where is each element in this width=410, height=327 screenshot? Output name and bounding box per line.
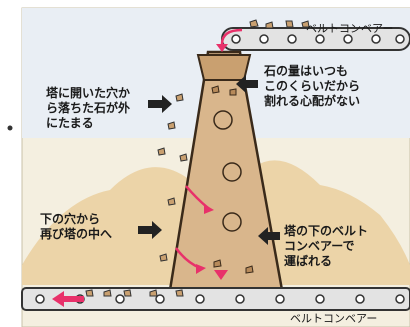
bullet-dot: [7, 125, 13, 131]
belt-arrow-icon: [52, 291, 84, 307]
carried-line-3: 運ばれる: [284, 254, 333, 268]
fall-out-line-3: にたまる: [46, 116, 94, 130]
dark-label-arrows: [138, 75, 280, 245]
pink-arrowheads: [196, 44, 228, 280]
stones-top-belt: [249, 19, 310, 29]
arrow-right-lower-icon: [138, 221, 162, 239]
fall-out-label: 塔に開いた穴か ら落ちた石が外 にたまる: [46, 86, 130, 131]
arrow-down-icon: [214, 270, 228, 280]
arrow-left-icon: [236, 75, 258, 93]
not-broken-line-3: 割れる心配がない: [264, 94, 361, 108]
back-in-line-2: 再び塔の中へ: [40, 227, 113, 241]
back-in-line-1: 下の穴から: [40, 212, 101, 226]
carried-line-2: コンベアーで: [284, 239, 355, 253]
back-in-label: 下の穴から 再び塔の中へ: [40, 212, 112, 242]
bottom-belt-conveyor: [21, 287, 410, 311]
top-belt-label: ベルトコンベアー: [306, 22, 394, 35]
fall-out-line-2: ら落ちた石が外: [46, 101, 131, 115]
arrow-right-icon: [148, 95, 172, 113]
fall-out-line-1: 塔に開いた穴か: [46, 86, 131, 100]
not-broken-line-2: このくらいだから: [264, 79, 361, 93]
bottom-belt-label: ベルトコンベアー: [290, 312, 378, 325]
carried-line-1: 塔の下のベルト: [284, 224, 369, 238]
arrow-fall-icon: [220, 28, 243, 45]
carried-label: 塔の下のベルト コンベアーで 運ばれる: [284, 224, 368, 269]
not-broken-line-1: 石の量はいつも: [264, 64, 349, 78]
arrow-left-lower-icon: [258, 227, 280, 245]
stones-falling-out: [157, 93, 188, 262]
not-broken-label: 石の量はいつも このくらいだから 割れる心配がない: [264, 64, 360, 109]
